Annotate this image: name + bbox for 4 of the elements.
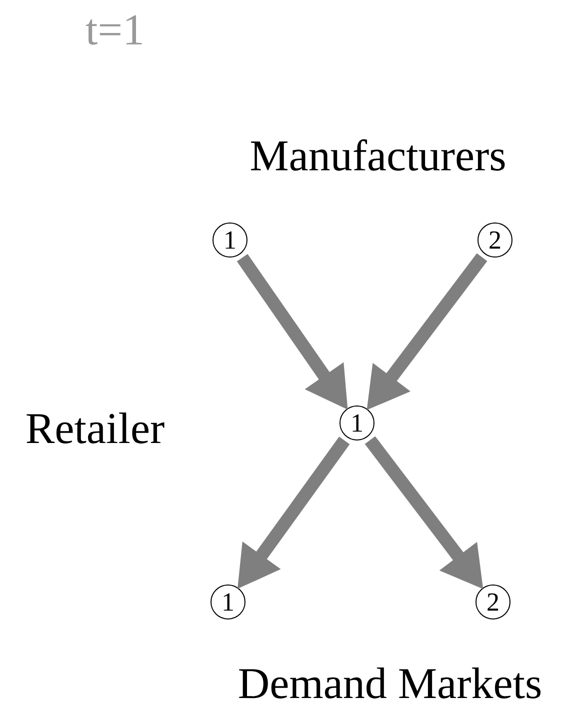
t-label: t=1 bbox=[86, 15, 142, 45]
group-label: Retailer bbox=[26, 412, 164, 444]
group-label: Demand Markets bbox=[239, 668, 541, 698]
group-label: Manufacturers bbox=[251, 139, 505, 171]
